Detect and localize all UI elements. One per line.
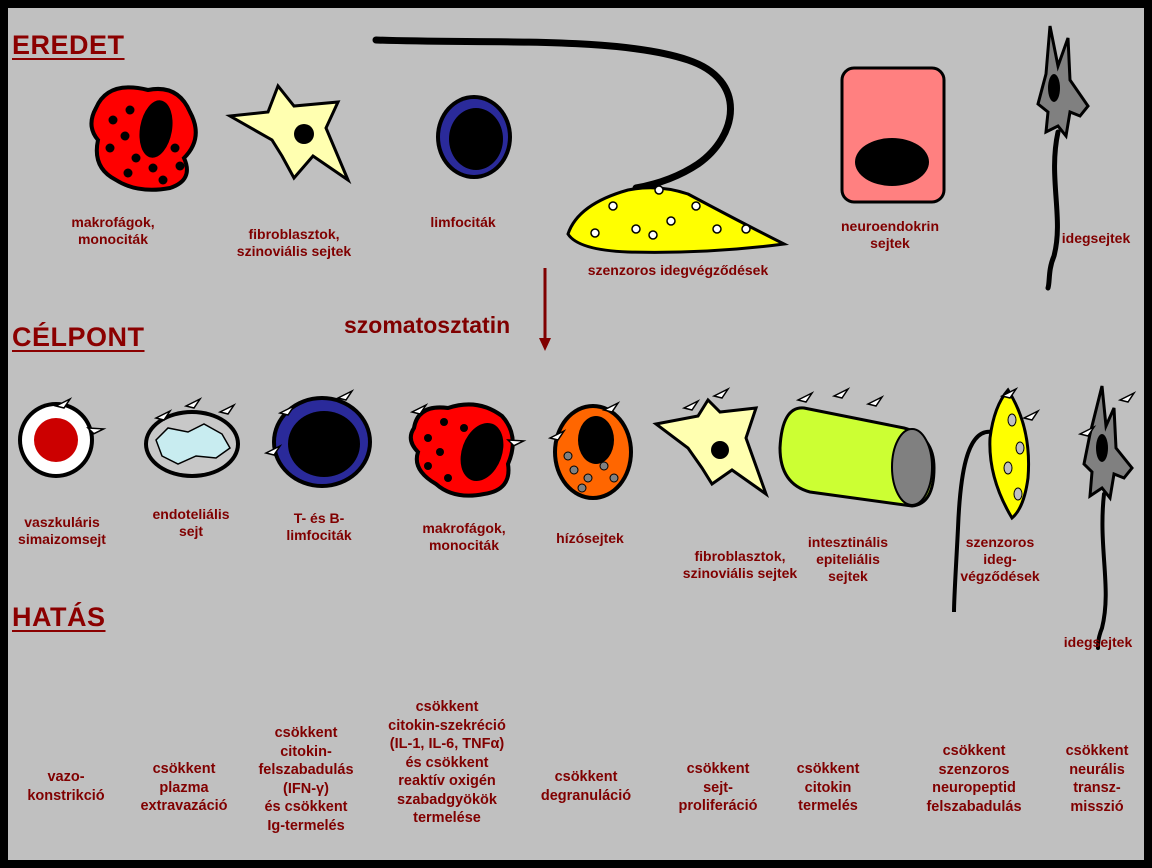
central-label: szomatosztatin bbox=[344, 312, 510, 339]
central-down-arrow bbox=[539, 268, 551, 351]
target-neuron-cell bbox=[1080, 386, 1134, 648]
target-endothelial-cell bbox=[144, 399, 240, 478]
target-label-mast-cells: hízósejtek bbox=[540, 530, 640, 547]
target-label-smooth-muscle: vaszkuláris simaizomsejt bbox=[8, 514, 116, 548]
origin-lymphocyte-cell bbox=[436, 95, 512, 179]
target-mast-cell bbox=[550, 403, 633, 500]
effect-cytokine-release: csökkent citokin- felszabadulás (IFN-γ) … bbox=[244, 724, 368, 835]
target-label-epithelial: intesztinális epiteliális sejtek bbox=[788, 534, 908, 585]
effect-vasoconstriction: vazo- konstrikció bbox=[16, 768, 116, 805]
effect-plasma-extravasation: csökkent plazma extravazáció bbox=[124, 760, 244, 816]
target-label-endothelial: endoteliális sejt bbox=[136, 506, 246, 540]
origin-label-sensory-endings: szenzoros idegvégződések bbox=[568, 262, 788, 279]
effect-neural-transmission: csökkent neurális transz- misszió bbox=[1052, 742, 1142, 816]
origin-neuron-cell bbox=[1038, 26, 1088, 288]
origin-label-fibroblasts: fibroblasztok, szinoviális sejtek bbox=[204, 226, 384, 260]
heading-effect: HATÁS bbox=[12, 602, 106, 633]
target-label-macrophages: makrofágok, monociták bbox=[404, 520, 524, 554]
target-tb-lymphocyte-cell bbox=[266, 391, 372, 488]
origin-label-macrophages: makrofágok, monociták bbox=[48, 214, 178, 248]
target-epithelial-cell bbox=[780, 389, 934, 506]
target-label-neurons: idegsejtek bbox=[1052, 634, 1144, 651]
origin-label-neuroendocrine: neuroendokrin sejtek bbox=[830, 218, 950, 252]
effect-cytokine-secretion: csökkent citokin-szekréció (IL-1, IL-6, … bbox=[372, 698, 522, 828]
effect-cytokine-production: csökkent citokin termelés bbox=[778, 760, 878, 816]
target-smooth-muscle-cell bbox=[18, 399, 104, 478]
origin-macrophage-cell bbox=[91, 87, 195, 189]
heading-origin: EREDET bbox=[12, 30, 125, 61]
cell-illustrations bbox=[8, 8, 1144, 860]
target-fibroblast-cell bbox=[656, 389, 766, 494]
target-label-sensory-endings: szenzoros ideg- végződések bbox=[948, 534, 1052, 585]
origin-neuroendocrine-cell bbox=[842, 68, 944, 202]
heading-target: CÉLPONT bbox=[12, 322, 145, 353]
origin-label-neurons: idegsejtek bbox=[1052, 230, 1140, 247]
effect-cell-proliferation: csökkent sejt- proliferáció bbox=[660, 760, 776, 816]
effect-neuropeptide-release: csökkent szenzoros neuropeptid felszabad… bbox=[908, 742, 1040, 816]
effect-degranulation: csökkent degranuláció bbox=[528, 768, 644, 805]
target-macrophage-cell bbox=[411, 404, 524, 495]
target-label-tb-lymphocytes: T- és B- limfociták bbox=[264, 510, 374, 544]
origin-fibroblast-cell bbox=[230, 86, 348, 180]
origin-label-lymphocytes: limfociták bbox=[408, 214, 518, 231]
